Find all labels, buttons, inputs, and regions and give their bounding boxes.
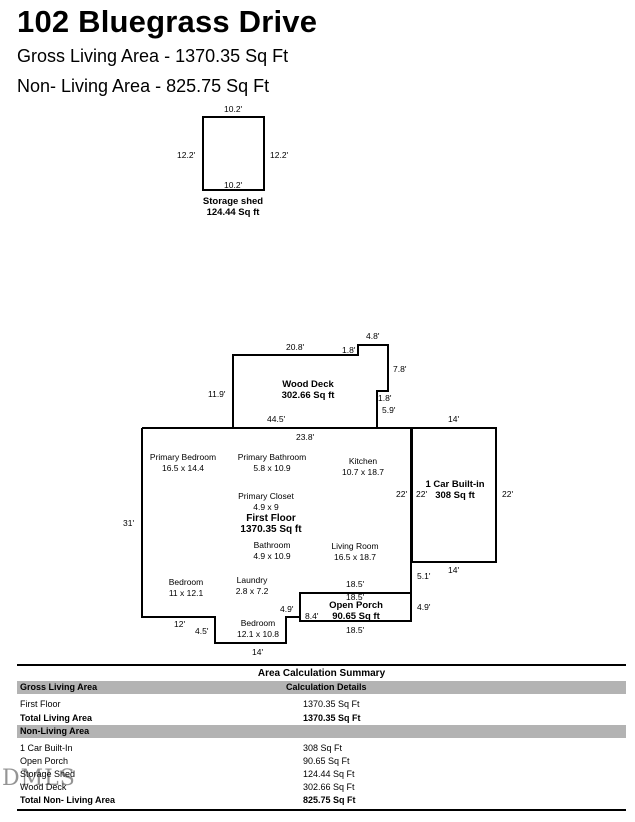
- summary-title: Area Calculation Summary: [257, 668, 386, 679]
- porch-dim-right: 4.9': [417, 602, 431, 612]
- shed-dim-bottom: 10.2': [224, 180, 243, 190]
- nla-row-label: Open Porch: [20, 756, 69, 766]
- watermark-logo: DMLS: [2, 766, 76, 791]
- gross-living-area-line: Gross Living Area - 1370.35 Sq Ft: [17, 46, 289, 66]
- nla-row: Open Porch 90.65 Sq Ft: [17, 754, 626, 767]
- nla-total-value: 825.75 Sq Ft: [303, 795, 356, 805]
- room-laundry: Laundry: [237, 575, 268, 585]
- gla-row-label: First Floor: [20, 699, 61, 709]
- garage-dim-right: 22': [502, 489, 513, 499]
- nla-row-label: 1 Car Built-In: [20, 743, 73, 753]
- room-kitchen: Kitchen: [349, 456, 378, 466]
- garage-outline: [411, 427, 497, 563]
- storage-shed-outline: [202, 116, 265, 191]
- room-bedroom-2: Bedroom: [241, 618, 276, 628]
- room-bedroom-2-size: 12.1 x 10.8: [237, 629, 279, 639]
- room-primary-bedroom-size: 16.5 x 14.4: [162, 463, 204, 473]
- floor-dim-step: 4.5': [195, 626, 209, 636]
- area-calculation-summary: Area Calculation Summary Gross Living Ar…: [17, 664, 626, 811]
- deck-dim-top-right: 4.8': [366, 331, 380, 341]
- garage-dim-top: 14': [448, 414, 459, 424]
- floor-dim-porch-left: 4.9': [280, 604, 294, 614]
- deck-dim-step: 1.8': [342, 345, 356, 355]
- room-primary-closet-size: 4.9 x 9: [253, 502, 279, 512]
- nla-row-value: 302.66 Sq Ft: [303, 782, 355, 792]
- deck-dim-left: 11.9': [208, 389, 226, 399]
- deck-dim-top: 20.8': [286, 342, 305, 352]
- nla-header-row: Non-Living Area: [17, 725, 626, 738]
- garage-dim-link: 5.1': [417, 571, 431, 581]
- deck-dim-bottom: 44.5': [267, 414, 286, 424]
- deck-name: Wood Deck: [282, 379, 334, 390]
- porch-dim-top: 18.5': [346, 579, 365, 589]
- nla-row: Wood Deck 302.66 Sq Ft: [17, 780, 626, 793]
- room-primary-bathroom-size: 5.8 x 10.9: [253, 463, 291, 473]
- room-living-room-size: 16.5 x 18.7: [334, 552, 376, 562]
- deck-area: 302.66 Sq ft: [282, 390, 336, 401]
- porch-dim-bottom: 18.5': [346, 625, 365, 635]
- gla-total-value: 1370.35 Sq Ft: [303, 713, 361, 723]
- room-primary-closet: Primary Closet: [238, 491, 294, 501]
- shed-dim-right: 12.2': [270, 150, 289, 160]
- room-living-room: Living Room: [331, 541, 378, 551]
- nla-row-value: 124.44 Sq Ft: [303, 769, 355, 779]
- nla-row: Storage Shed 124.44 Sq Ft: [17, 767, 626, 780]
- room-bedroom-1: Bedroom: [169, 577, 204, 587]
- porch-area: 90.65 Sq ft: [332, 611, 380, 622]
- shed-dim-top: 10.2': [224, 104, 243, 114]
- open-porch-outline: [299, 592, 412, 622]
- floor-dim-left: 31': [123, 518, 134, 528]
- room-primary-bedroom: Primary Bedroom: [150, 452, 216, 462]
- floor-dim-bottom-left: 12': [174, 619, 185, 629]
- porch-name: Open Porch: [329, 600, 383, 611]
- gla-header-row: Gross Living Area Calculation Details: [17, 681, 626, 694]
- first-floor-name: First Floor: [246, 513, 296, 524]
- room-laundry-size: 2.8 x 7.2: [236, 586, 269, 596]
- nla-row-value: 90.65 Sq Ft: [303, 756, 350, 766]
- floor-dim-bottom: 14': [252, 647, 263, 657]
- gla-total-row: Total Living Area 1370.35 Sq Ft: [17, 711, 626, 725]
- summary-bottom-rule: [17, 807, 626, 811]
- floor-dim-top: 23.8': [296, 432, 315, 442]
- gla-header: Gross Living Area: [20, 682, 98, 692]
- gla-row: First Floor 1370.35 Sq Ft: [17, 697, 626, 711]
- summary-top-rule: [17, 664, 626, 666]
- deck-dim-notch-v: 5.9': [382, 405, 396, 415]
- nla-row-label: Storage Shed: [20, 769, 76, 779]
- room-bathroom: Bathroom: [254, 540, 291, 550]
- gla-row-value: 1370.35 Sq Ft: [303, 699, 360, 709]
- deck-dim-right: 7.8': [393, 364, 407, 374]
- nla-total-label: Total Non- Living Area: [20, 795, 116, 805]
- room-bedroom-1-size: 11 x 12.1: [169, 588, 204, 598]
- garage-area: 308 Sq ft: [435, 490, 475, 501]
- room-primary-bathroom: Primary Bathroom: [238, 452, 307, 462]
- room-bathroom-size: 4.9 x 10.9: [253, 551, 291, 561]
- garage-name: 1 Car Built-in: [425, 479, 484, 490]
- shed-dim-left: 12.2': [177, 150, 196, 160]
- nla-row-value: 308 Sq Ft: [303, 743, 343, 753]
- first-floor-area: 1370.35 Sq ft: [240, 524, 302, 535]
- nla-total-row: Total Non- Living Area 825.75 Sq Ft: [17, 793, 626, 807]
- nla-header: Non-Living Area: [20, 726, 90, 736]
- non-living-area-line: Non- Living Area - 825.75 Sq Ft: [17, 76, 270, 96]
- porch-dim-top-inner: 18.5': [346, 592, 365, 602]
- deck-dim-notch-h: 1.8': [378, 393, 392, 403]
- porch-dim-left: 8.4': [305, 611, 319, 621]
- property-title: 102 Bluegrass Drive: [17, 4, 318, 39]
- shed-name: Storage shed: [203, 196, 263, 207]
- garage-dim-bottom: 14': [448, 565, 459, 575]
- gla-total-label: Total Living Area: [20, 713, 93, 723]
- shed-area: 124.44 Sq ft: [207, 207, 261, 218]
- garage-dim-left: 22': [416, 489, 427, 499]
- floor-dim-right: 22': [396, 489, 407, 499]
- calc-details-header: Calculation Details: [286, 682, 367, 692]
- wood-deck-outline: [232, 344, 389, 428]
- room-kitchen-size: 10.7 x 18.7: [342, 467, 384, 477]
- nla-row: 1 Car Built-In 308 Sq Ft: [17, 741, 626, 754]
- nla-row-label: Wood Deck: [20, 782, 67, 792]
